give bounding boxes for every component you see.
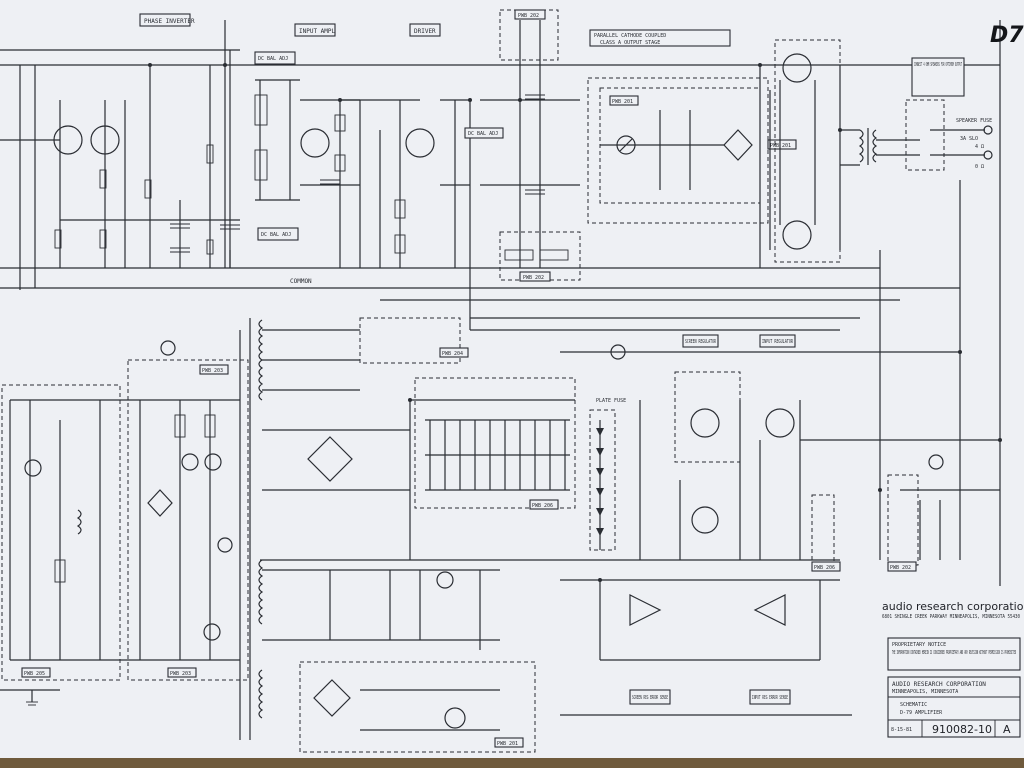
tube-screen-reg (690, 408, 720, 438)
power-transformer: PWB 204 (258, 317, 469, 719)
cathode-coupled-label: PARALLEL CATHODE COUPLED (594, 33, 666, 39)
class-a-label: CLASS A OUTPUT STAGE (600, 40, 660, 46)
proprietary-title: PROPRIETARY NOTICE (892, 642, 946, 648)
company-header: audio research corporation (882, 600, 1024, 613)
label-box (629, 689, 671, 705)
company-box-name: AUDIO RESEARCH CORPORATION (892, 681, 986, 688)
pwb-205-board (1, 384, 121, 681)
power-rails (0, 20, 1001, 740)
tube-input-reg (765, 408, 795, 438)
board-tag-6: PWB 203 (202, 368, 223, 374)
board-tag-3: PWB 201 (612, 99, 633, 105)
drawing-revision: A (1003, 723, 1011, 736)
board-tag-8: PWB 204 (442, 351, 463, 357)
speaker-terminal-4ohm[interactable] (983, 125, 993, 135)
fuse-lamp (160, 340, 176, 356)
board-tag-1: PWB 202 (518, 13, 539, 19)
tube-v1b (90, 125, 120, 155)
power-control-section: PWB 205 PWB 203 PWB 203 (0, 340, 249, 706)
junction-dots (148, 63, 1002, 582)
regulator-section: SCREEN REGULATOR INPUT REGULATOR PLATE F… (589, 334, 944, 572)
board-tag-2: PWB 202 (523, 275, 544, 281)
driver-label: DRIVER (414, 28, 436, 35)
label-box (139, 13, 191, 27)
screen-error-opamp (629, 594, 662, 626)
terminal-0-label: 0 Ω (975, 164, 984, 170)
label-box (464, 127, 504, 139)
board-tag-11: PWB 202 (890, 565, 911, 571)
low-voltage-supplies: PWB 201 (262, 569, 536, 753)
pwb-201-board (299, 661, 536, 753)
error-sense-amps: SCREEN REG ERROR SENSE INPUT REG ERROR S… (560, 579, 860, 716)
tube-v2 (300, 128, 330, 158)
drawing-date: 8-15-81 (891, 727, 912, 733)
dc-bal-adj-label-2: DC BAL ADJ (261, 232, 291, 238)
title-block: audio research corporation 6801 SHINGLE … (852, 586, 1024, 758)
input-error-opamp (753, 594, 786, 626)
label-box (589, 29, 731, 47)
tube-v4 (782, 53, 812, 83)
main-bridge-rectifier (307, 436, 353, 482)
dc-bal-adj-label: DC BAL ADJ (258, 56, 288, 62)
label-box (409, 23, 441, 37)
output-transformer-primary (858, 129, 864, 163)
phase-inverter-label: PHASE INVERTER (144, 18, 195, 25)
filter-capacitor-bank: PWB 206 (409, 377, 576, 560)
label-box (749, 689, 791, 705)
meter-board (587, 77, 769, 224)
company-box-city: MINNEAPOLIS, MINNESOTA (892, 689, 958, 695)
tube-v3 (405, 128, 435, 158)
output-stage: PARALLEL CATHODE COUPLED CLASS A OUTPUT … (587, 23, 1024, 268)
dc-bal-adj-label-3: DC BAL ADJ (468, 131, 498, 137)
drawing-title: SCHEMATIC (900, 702, 927, 708)
input-amp-label: INPUT AMPL (299, 28, 336, 35)
proprietary-body: THE INFORMATION CONTAINED HEREIN IS CONS… (892, 650, 1016, 656)
tube-v1a (53, 125, 83, 155)
board-tag-7: PWB 203 (170, 671, 191, 677)
label-box (682, 334, 719, 348)
input-regulator-label: INPUT REGULATOR (762, 339, 794, 345)
pwb-206-board (414, 377, 576, 509)
board-tag-12: PWB 201 (497, 741, 518, 747)
speaker-terminal-common[interactable] (983, 150, 993, 160)
bridge-rectifier (723, 129, 753, 161)
screen-supply-board (359, 317, 461, 364)
output-note: CONNECT 4 OHM SPEAKERS FOR OPTIMUM OUTPU… (914, 62, 962, 68)
label-box (257, 227, 299, 241)
board-tag-5: PWB 205 (24, 671, 45, 677)
phase-inverter-stage: PHASE INVERTER (0, 13, 240, 290)
input-amp-driver-stage: INPUT AMPL DRIVER DC BAL ADJ DC BAL ADJ … (220, 23, 504, 330)
board-tag-10: PWB 206 (814, 565, 835, 571)
drawing-number: 910082-10 (932, 723, 992, 736)
company-address: 6801 SHINGLE CREEK PARKWAY MINNEAPOLIS, … (882, 614, 1020, 620)
common-label: COMMON (290, 278, 312, 285)
board-tag-9: PWB 206 (532, 503, 553, 509)
screen-regulator-label: SCREEN REGULATOR (685, 339, 717, 345)
tabletop-edge (0, 758, 1024, 768)
output-note-box (911, 57, 965, 97)
pilot-lamp (24, 459, 42, 477)
screen-reg-board (674, 371, 741, 463)
pwb-203-board (127, 359, 249, 681)
drawing-subtitle: D-79 AMPLIFIER (900, 710, 943, 716)
label-box (254, 51, 296, 65)
fuse-rating-label: 3A SLO (960, 136, 978, 142)
input-error-sense-label: INPUT REG ERROR SENSE (752, 695, 788, 701)
label-box (294, 23, 336, 37)
speaker-fuse-label: SPEAKER FUSE (956, 118, 992, 124)
bias-adjust-boards: PWB 202 PWB 202 (480, 9, 581, 282)
screen-error-sense-label: SCREEN REG ERROR SENSE (632, 695, 668, 701)
terminal-4-label: 4 Ω (975, 144, 984, 150)
label-box (759, 334, 796, 348)
tube-v5 (782, 220, 812, 250)
drawing-title-box (887, 676, 1021, 738)
plate-fuse-label: PLATE FUSE (596, 398, 626, 404)
proprietary-box (887, 637, 1021, 671)
sheet-corner-mark: D7 (990, 23, 1024, 48)
